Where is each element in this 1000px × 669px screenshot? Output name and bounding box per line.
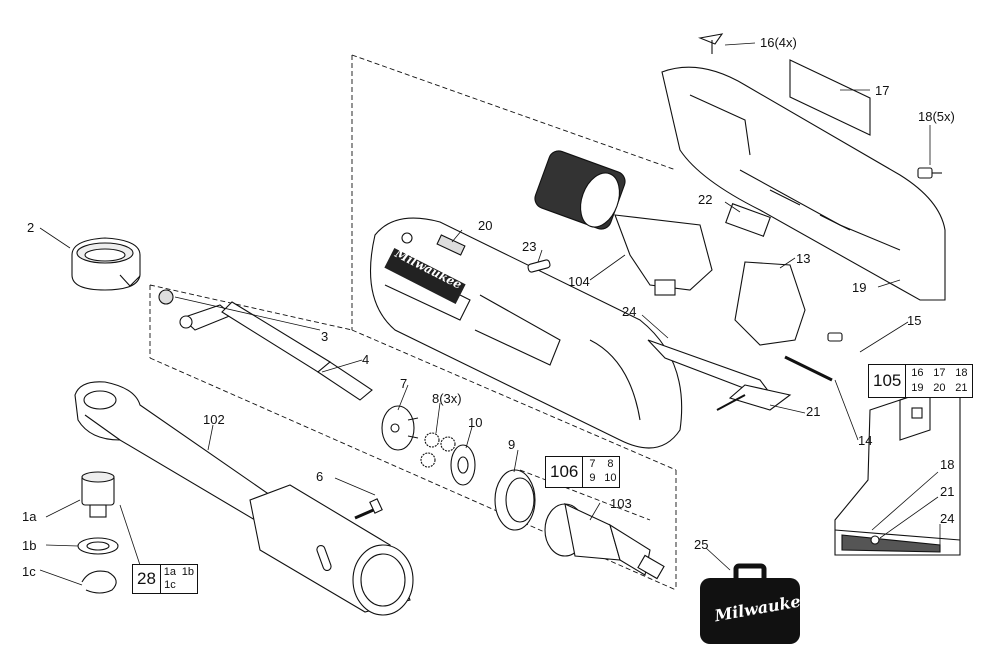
- label-1b: 1b: [22, 538, 37, 553]
- group-28: 28 1a 1b 1c: [132, 564, 198, 594]
- group-106-cell: 9: [589, 472, 596, 484]
- inset-label-24: 24: [940, 511, 955, 526]
- part-7-carrier: [381, 405, 419, 451]
- part-18-screw: [917, 167, 942, 179]
- label-8: 8(3x): [432, 391, 462, 406]
- part-23-clip: [527, 259, 551, 273]
- group-105-number: 105: [869, 365, 907, 397]
- group-106-number: 106: [546, 457, 584, 487]
- label-3: 3: [321, 329, 329, 344]
- part-16-screw: [698, 33, 724, 54]
- group-105-cell: 21: [955, 381, 968, 394]
- label-6: 6: [316, 469, 324, 484]
- label-9: 9: [508, 437, 516, 452]
- label-24: 24: [622, 304, 637, 319]
- label-18: 18(5x): [918, 109, 955, 124]
- part-6-screw: [354, 498, 383, 520]
- group-28-cell: 1c: [164, 578, 176, 591]
- label-4: 4: [362, 352, 370, 367]
- exploded-frame-lines: [149, 54, 677, 591]
- part-17-label: [789, 59, 871, 136]
- label-19: 19: [852, 280, 867, 295]
- group-105-cell: 19: [911, 381, 924, 394]
- group-106: 106 7 8 9 10: [545, 456, 621, 488]
- part-10-washer: [450, 444, 476, 486]
- label-103: 103: [610, 496, 632, 511]
- label-22: 22: [698, 192, 713, 207]
- part-9-ring-gear: [494, 469, 536, 531]
- part-13-bracket: [734, 261, 806, 346]
- label-23: 23: [522, 239, 537, 254]
- group-28-number: 28: [133, 565, 161, 593]
- group-105-cell: 17: [933, 366, 946, 379]
- group-105-cell: 16: [911, 366, 924, 379]
- part-8-gears: [420, 432, 456, 468]
- label-14: 14: [858, 433, 873, 448]
- part-15-screw: [827, 332, 843, 342]
- part-1c-clip: [81, 570, 117, 594]
- label-7: 7: [400, 376, 408, 391]
- part-103-output: [544, 503, 665, 580]
- label-20: 20: [478, 218, 493, 233]
- part-1a-anvil: [81, 471, 115, 518]
- group-105-cell: 18: [955, 366, 968, 379]
- label-25: 25: [694, 537, 709, 552]
- label-104: 104: [568, 274, 590, 289]
- part-1b-washer: [77, 537, 119, 555]
- part-21-spring: [728, 384, 792, 411]
- label-10: 10: [468, 415, 483, 430]
- label-21: 21: [806, 404, 821, 419]
- inset-label-18: 18: [940, 457, 955, 472]
- group-106-cell: 8: [607, 458, 614, 470]
- label-13: 13: [796, 251, 811, 266]
- label-102: 102: [203, 412, 225, 427]
- part-2-collar: [71, 237, 141, 291]
- part-19-housing-half: [661, 66, 946, 301]
- part-motor: [534, 150, 626, 230]
- label-17: 17: [875, 83, 890, 98]
- label-1a: 1a: [22, 509, 37, 524]
- inset-label-21: 21: [940, 484, 955, 499]
- part-4-shaft: [179, 301, 373, 401]
- group-106-cell: 7: [589, 458, 596, 470]
- label-1c: 1c: [22, 564, 36, 579]
- group-106-cell: 10: [604, 472, 617, 484]
- leader-lines: [39, 42, 931, 586]
- group-28-cell: 1b: [181, 565, 195, 578]
- part-3-bushing: [158, 289, 174, 305]
- part-102-housing: [74, 381, 414, 616]
- label-16: 16(4x): [760, 35, 797, 50]
- part-25-case: [700, 563, 800, 644]
- part-22-bracket: [725, 203, 771, 237]
- group-105: 105 16 17 18 19 20 21: [868, 364, 974, 398]
- group-28-cell: 1a: [163, 565, 177, 578]
- label-2: 2: [27, 220, 35, 235]
- housing-logo-area: [384, 248, 466, 304]
- label-15: 15: [907, 313, 922, 328]
- part-104-switch: [614, 214, 713, 296]
- group-105-cell: 20: [933, 381, 946, 394]
- part-14-pin: [784, 355, 833, 382]
